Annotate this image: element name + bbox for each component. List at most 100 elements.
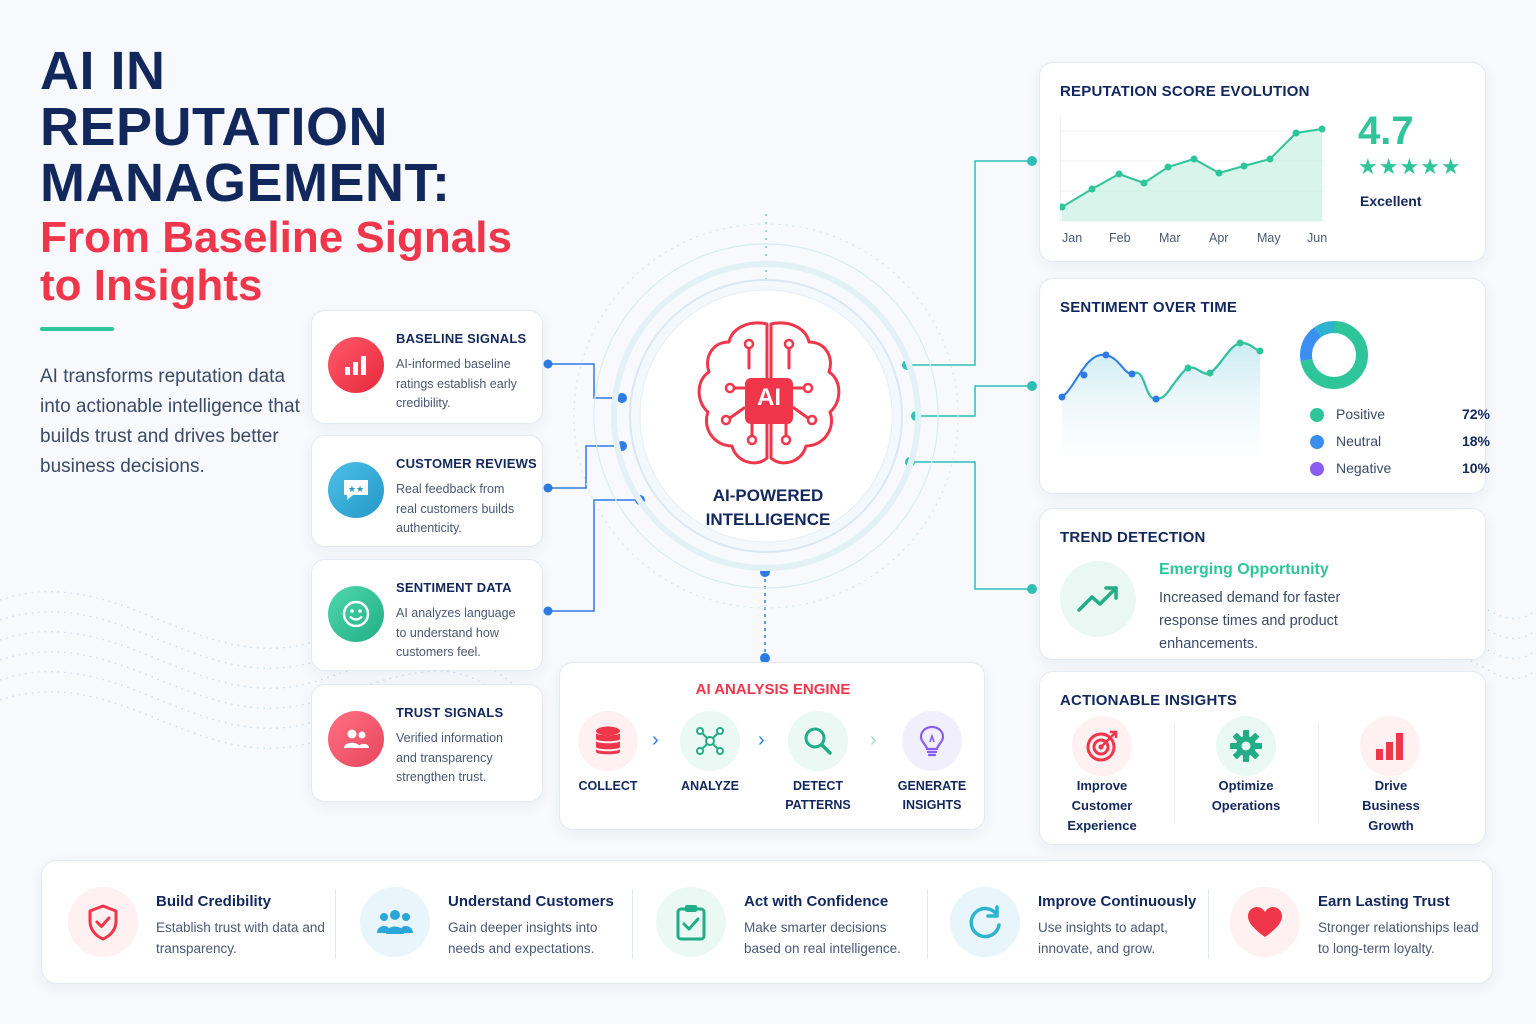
benefit-desc: Stronger relationships lead to long-term… (1318, 920, 1479, 956)
signal-title: SENTIMENT DATA (396, 580, 512, 595)
subtitle-line-1: From Baseline Signals (40, 213, 512, 262)
actionable-insights-card: ACTIONABLE INSIGHTS Improve Customer Exp… (1039, 671, 1486, 845)
trend-desc: Increased demand for faster response tim… (1159, 590, 1341, 652)
trend-headline: Emerging Opportunity (1159, 561, 1329, 578)
insights-title: ACTIONABLE INSIGHTS (1060, 692, 1238, 709)
clipboard-check-icon (656, 887, 726, 957)
benefit-understand-customers: Understand Customers Gain deeper insight… (334, 861, 628, 985)
benefits-bar: Build Credibility Establish trust with d… (41, 860, 1493, 984)
month-label: May (1257, 231, 1281, 245)
intro-text: AI transforms reputation data into actio… (40, 366, 300, 477)
step-label-generate: GENERATE INSIGHTS (897, 779, 967, 812)
trend-detection-card: TREND DETECTION Emerging Opportunity Inc… (1039, 508, 1486, 660)
step-label-collect: COLLECT (578, 779, 638, 793)
signal-desc: Verified information and transparency st… (396, 731, 504, 784)
insight-label-growth: Drive Business Growth (1362, 778, 1420, 833)
benefit-title: Understand Customers (448, 893, 614, 910)
signal-card-reviews: ★★ CUSTOMER REVIEWS Real feedback from r… (311, 435, 543, 547)
insight-label-customer: Improve Customer Experience (1067, 778, 1137, 833)
benefit-divider (1208, 889, 1209, 959)
title-line-3: MANAGEMENT: (40, 153, 451, 213)
people-icon (328, 711, 384, 767)
benefit-earn-lasting-trust: Earn Lasting Trust Stronger relationship… (1204, 861, 1494, 985)
title-line-2: REPUTATION (40, 97, 388, 157)
legend-value: 10% (1461, 460, 1490, 476)
signal-title: TRUST SIGNALS (396, 705, 504, 720)
benefit-title: Improve Continuously (1038, 893, 1197, 910)
legend-dot (1310, 408, 1324, 422)
legend-negative: Negative 10% (1310, 459, 1490, 479)
benefit-desc: Make smarter decisions based on real int… (744, 920, 901, 956)
benefit-desc: Gain deeper insights into needs and expe… (448, 920, 598, 956)
month-label: Mar (1159, 231, 1181, 245)
benefit-title: Earn Lasting Trust (1318, 893, 1450, 910)
chevron-right-icon: › (870, 729, 877, 751)
reputation-line-chart (1060, 115, 1326, 222)
center-label-line-2: INTELLIGENCE (705, 510, 831, 529)
chevron-right-icon: › (758, 729, 765, 751)
step-label-detect: DETECT PATTERNS (785, 779, 851, 812)
sentiment-donut-chart (1300, 321, 1368, 389)
insight-divider (1174, 724, 1175, 824)
benefit-divider (335, 889, 336, 959)
reputation-score: 4.7 (1358, 109, 1414, 153)
engine-title: AI ANALYSIS ENGINE (695, 681, 851, 698)
benefit-desc: Establish trust with data and transparen… (156, 920, 325, 956)
ai-badge-label: AI (757, 384, 781, 411)
month-label: Feb (1109, 231, 1131, 245)
brain-icon (697, 321, 841, 465)
gear-icon (1216, 716, 1276, 776)
legend-value: 72% (1461, 406, 1490, 422)
signal-title: CUSTOMER REVIEWS (396, 456, 537, 471)
shield-check-icon (68, 887, 138, 957)
reputation-title: REPUTATION SCORE EVOLUTION (1060, 83, 1310, 100)
bar-chart-icon (328, 337, 384, 393)
chevron-right-icon: › (652, 729, 659, 751)
signal-desc: AI analyzes language to understand how c… (396, 606, 516, 659)
growth-bars-icon (1360, 716, 1420, 776)
magnifier-icon (788, 711, 848, 771)
signal-desc: AI-informed baseline ratings establish e… (396, 357, 517, 410)
month-label: Apr (1209, 231, 1229, 245)
benefit-build-credibility: Build Credibility Establish trust with d… (42, 861, 334, 985)
signal-desc: Real feedback from real customers builds… (396, 482, 515, 535)
title-underline (40, 327, 114, 331)
review-bubble-icon: ★★ (328, 462, 384, 518)
subtitle-line-2: to Insights (40, 261, 263, 310)
legend-dot (1310, 435, 1324, 449)
heart-icon (1230, 887, 1300, 957)
trend-up-icon (1060, 561, 1136, 637)
signal-card-sentiment: SENTIMENT DATA AI analyzes language to u… (311, 559, 543, 671)
signal-title: BASELINE SIGNALS (396, 331, 527, 346)
benefit-divider (927, 889, 928, 959)
legend-value: 18% (1461, 433, 1490, 449)
sentiment-title: SENTIMENT OVER TIME (1060, 299, 1238, 316)
target-icon (1072, 716, 1132, 776)
legend-name: Neutral (1336, 433, 1382, 449)
benefit-title: Act with Confidence (744, 893, 889, 910)
signal-card-baseline: BASELINE SIGNALS AI-informed baseline ra… (311, 310, 543, 424)
step-label-analyze: ANALYZE (681, 779, 739, 793)
benefit-act-with-confidence: Act with Confidence Make smarter decisio… (630, 861, 924, 985)
reputation-score-card: REPUTATION SCORE EVOLUTION Jan Feb Mar A… (1039, 62, 1486, 262)
star-rating-icon: ★★★★★ (1358, 155, 1462, 180)
rating-label: Excellent (1360, 193, 1422, 209)
benefit-title: Build Credibility (156, 893, 272, 910)
insight-label-operations: Optimize Operations (1211, 778, 1281, 813)
network-icon (680, 711, 740, 771)
group-icon (360, 887, 430, 957)
sentiment-card: SENTIMENT OVER TIME Positive 72% Neutral… (1039, 278, 1490, 494)
svg-text:★★: ★★ (348, 485, 364, 495)
center-label-line-1: AI-POWERED (712, 486, 824, 505)
analysis-engine-card: AI ANALYSIS ENGINE › › › COLLECT ANALYZE… (559, 662, 985, 830)
month-label: Jan (1062, 231, 1083, 245)
benefit-improve-continuously: Improve Continuously Use insights to ada… (924, 861, 1208, 985)
trend-title: TREND DETECTION (1060, 529, 1206, 546)
legend-dot (1310, 462, 1324, 476)
refresh-icon (950, 887, 1020, 957)
smiley-icon (328, 586, 384, 642)
insight-divider (1318, 724, 1319, 824)
lightbulb-icon (902, 711, 962, 771)
database-icon (578, 711, 638, 771)
legend-positive: Positive 72% (1310, 405, 1490, 425)
